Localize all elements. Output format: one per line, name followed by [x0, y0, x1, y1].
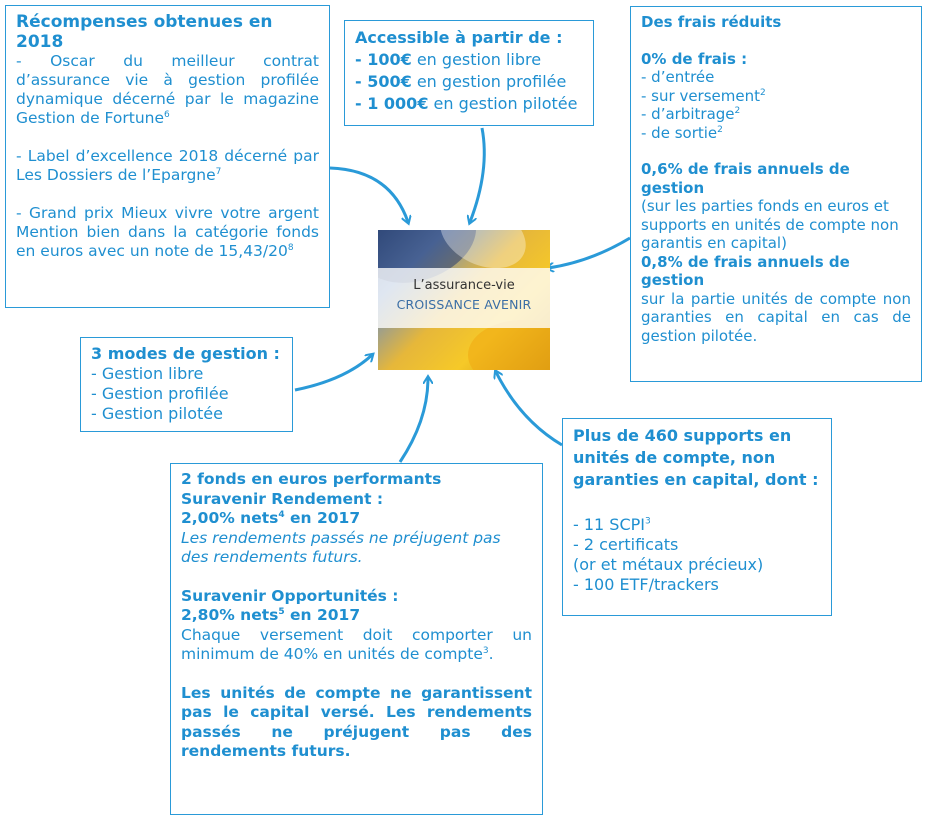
award-item-grand-prix: - Grand prix Mieux vivre votre argent Me… — [16, 204, 319, 260]
fees-title: Des frais réduits — [641, 13, 782, 31]
fund-rendement-disclaimer: Les rendements passés ne préjugent pas d… — [181, 528, 501, 567]
awards-box: Récompenses obtenues en 2018 - Oscar du … — [5, 5, 330, 308]
fees-zero-versement: - sur versement2 — [641, 86, 766, 105]
supports-title: Plus de 460 supports en unités de compte… — [573, 426, 819, 489]
support-item-scpi: - 11 SCPI3 — [573, 515, 651, 534]
funds-title: 2 fonds en euros performants — [181, 470, 442, 488]
arrow-fees — [548, 236, 631, 268]
fund-rendement-title: Suravenir Rendement : — [181, 489, 384, 508]
mode-item-profilee: - Gestion profilée — [91, 384, 229, 403]
access-title: Accessible à partir de : — [355, 28, 563, 47]
access-row-pilotee: - 1 000€ en gestion pilotée — [355, 94, 578, 113]
product-image-band: L’assurance-vie CROISSANCE AVENIR — [378, 268, 550, 328]
access-row-profilee: - 500€ en gestion profilée — [355, 72, 567, 91]
support-item-certificats: - 2 certificats — [573, 535, 679, 554]
award-item-label: - Label d’excellence 2018 décerné par Le… — [16, 147, 319, 184]
product-name-line2: CROISSANCE AVENIR — [396, 297, 532, 312]
mode-item-pilotee: - Gestion pilotée — [91, 404, 223, 423]
product-image: L’assurance-vie CROISSANCE AVENIR — [378, 230, 550, 370]
award-item-oscar: - Oscar du meilleur contrat d’assurance … — [16, 52, 319, 127]
fees-box: Des frais réduits 0% de frais : - d’entr… — [630, 6, 922, 382]
fees-zero-sortie: - de sortie2 — [641, 123, 723, 142]
fund-opportunites-text: Chaque versement doit comporter un minim… — [181, 625, 532, 664]
fees-zero-arbitrage: - d’arbitrage2 — [641, 105, 741, 123]
arrow-modes — [294, 355, 372, 392]
fees-mgmt2-title: 0,8% de frais annuels de gestion — [641, 252, 850, 290]
product-name-line1: L’assurance-vie — [413, 278, 515, 293]
fees-zero-entree: - d’entrée — [641, 68, 715, 86]
funds-warning: Les unités de compte ne garantissent pas… — [181, 683, 532, 761]
fund-opportunites-rate: 2,80% nets5 en 2017 — [181, 606, 361, 624]
arrow-awards — [329, 166, 408, 222]
support-item-metaux: (or et métaux précieux) — [573, 555, 764, 574]
fees-zero-title: 0% de frais : — [641, 49, 748, 68]
access-box: Accessible à partir de : - 100€ en gesti… — [344, 20, 594, 126]
funds-box: 2 fonds en euros performants Suravenir R… — [170, 463, 543, 815]
awards-title: Récompenses obtenues en 2018 — [16, 12, 273, 52]
fund-rendement-rate: 2,00% nets4 en 2017 — [181, 509, 361, 527]
arrow-supports — [496, 372, 563, 447]
modes-box: 3 modes de gestion : - Gestion libre - G… — [80, 337, 293, 432]
arrow-funds — [398, 378, 428, 463]
fund-opportunites-title: Suravenir Opportunités : — [181, 586, 399, 605]
support-item-etf: - 100 ETF/trackers — [573, 575, 719, 594]
supports-box: Plus de 460 supports en unités de compte… — [562, 418, 832, 616]
modes-title: 3 modes de gestion : — [91, 344, 280, 363]
access-row-libre: - 100€ en gestion libre — [355, 50, 542, 69]
fees-mgmt1-text: (sur les parties fonds en euros et suppo… — [641, 197, 899, 252]
arrow-access — [470, 127, 486, 222]
mode-item-libre: - Gestion libre — [91, 364, 204, 383]
fees-mgmt2-text: sur la partie unités de compte non garan… — [641, 289, 911, 345]
fees-mgmt1-title: 0,6% de frais annuels de gestion — [641, 160, 850, 197]
